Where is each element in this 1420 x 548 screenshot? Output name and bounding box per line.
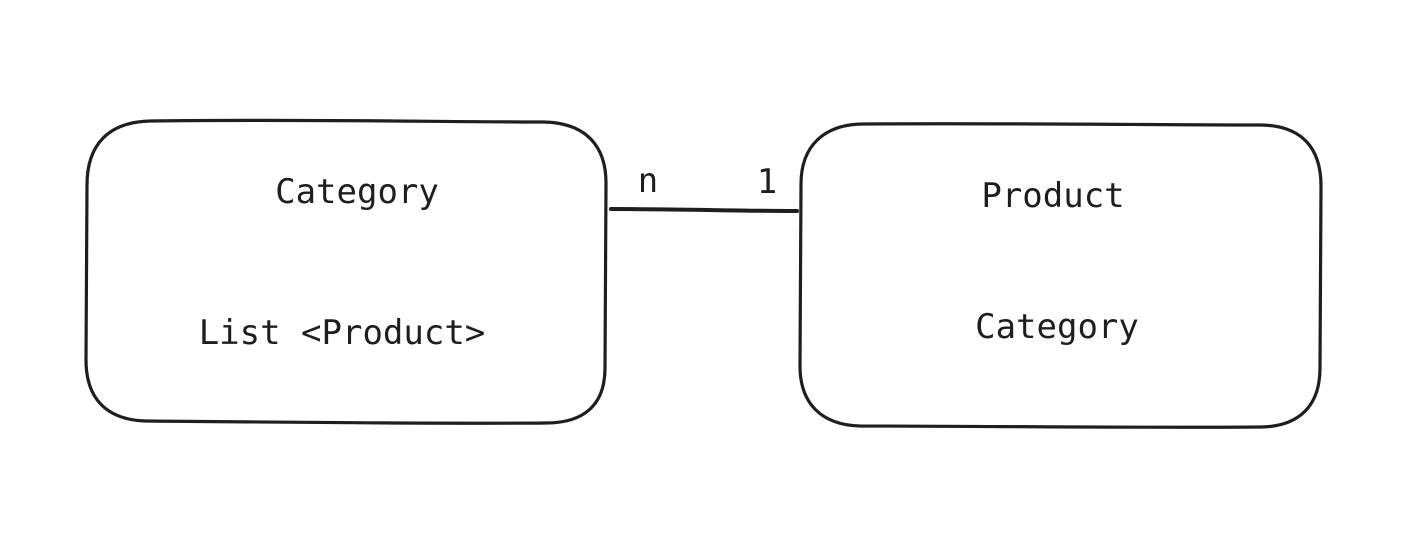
category-entity[interactable]: Category List <Product> <box>84 118 608 425</box>
product-entity[interactable]: Product Category <box>798 122 1323 429</box>
category-entity-box <box>84 118 608 425</box>
product-entity-title: Product <box>981 176 1124 216</box>
category-entity-field: List <Product> <box>199 313 486 353</box>
category-entity-title: Category <box>275 172 439 212</box>
product-entity-field: Category <box>975 307 1139 347</box>
product-cardinality-label: 1 <box>757 162 777 202</box>
product-entity-box <box>798 122 1323 429</box>
relationship-line <box>609 207 799 213</box>
relationship-connector[interactable]: n 1 <box>609 161 799 213</box>
category-cardinality-label: n <box>638 161 658 201</box>
